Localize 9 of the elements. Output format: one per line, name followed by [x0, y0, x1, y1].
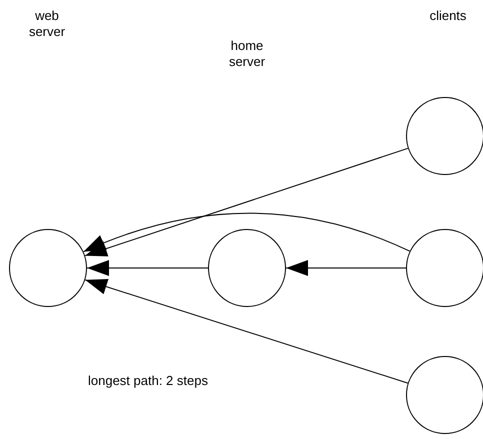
arrow — [82, 212, 410, 252]
column-heading: clients — [428, 8, 468, 24]
arrow — [84, 148, 408, 256]
note-text: longest path: 2 steps — [88, 373, 209, 389]
arrow — [286, 260, 406, 276]
arrow — [84, 278, 408, 384]
column-heading: web server — [28, 8, 66, 40]
column-heading: home server — [228, 38, 266, 70]
arrow — [86, 260, 208, 276]
